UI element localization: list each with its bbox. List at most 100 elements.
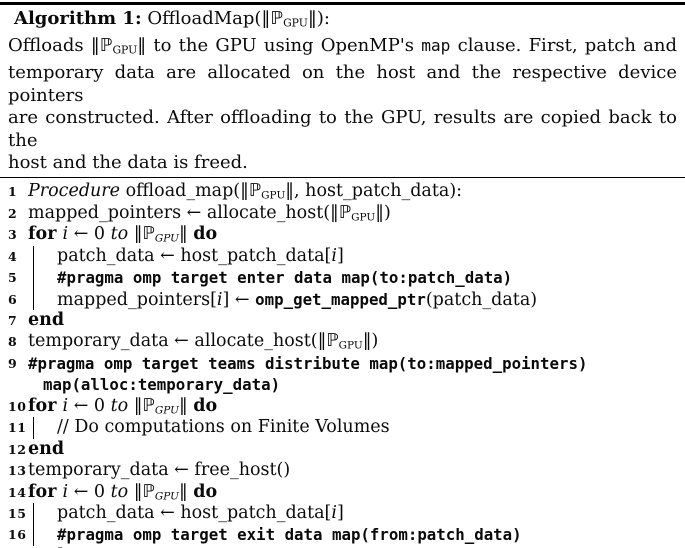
text-segment: ℙ [142,224,155,245]
text-segment: for [28,224,63,245]
line-number: 11 [8,420,27,436]
text-segment: patch_data ← host_patch_data[ [57,502,332,523]
text-segment: ] [336,245,344,266]
text-segment: ℙ [142,481,155,502]
text-segment: end [28,310,65,331]
text-segment: to [110,395,129,416]
code-line: 14 for i ← 0 to ‖ℙGPU‖ do [6,482,679,503]
description-line: Offloads ‖ℙGPU‖ to the GPU using OpenMP'… [8,35,677,62]
text-segment: GPU [261,189,286,202]
line-number: 14 [8,484,27,500]
description-line: temporary data are allocated on the host… [8,62,677,107]
text-segment: ‖ [128,395,143,416]
line-number: 2 [8,205,18,221]
code-line: 5 #pragma omp target enter data map(to:p… [6,267,679,289]
code-line: 8 temporary_data ← allocate_host(‖ℙGPU‖) [6,331,679,352]
text-segment: ℙ [338,202,352,223]
text-segment: i [62,481,69,502]
line-content: #pragma omp target teams distribute map(… [28,353,679,374]
text-segment: ] ← [222,289,256,310]
text-segment: #pragma omp target teams distribute map(… [28,353,588,373]
text-segment: mapped_pointers ← allocate_host(‖ [28,202,339,223]
text-segment: are constructed. After offloading to the… [8,107,677,151]
line-content: temporary_data ← allocate_host(‖ℙGPU‖) [28,331,679,352]
line-content: // Do computations on Finite Volumes [33,417,679,439]
code-line: 13 temporary_data ← free_host() [6,460,679,481]
code-line: 1 Procedure offload_map(‖ℙGPU‖, host_pat… [6,181,679,202]
line-number: 3 [8,227,18,243]
text-segment: offload_map(‖ [120,181,249,202]
text-segment: i [331,502,337,523]
text-segment: GPU [351,211,376,224]
text-segment: for [28,481,63,502]
text-segment: GPU [154,232,179,245]
text-segment: ‖, host_patch_data): [285,181,463,202]
text-segment: ℙ [270,8,284,29]
text-segment: Algorithm 1: [14,8,142,29]
caption-separator-rule [0,176,685,179]
text-segment: ← 0 [68,481,111,502]
text-segment: mapped_pointers[ [57,289,217,310]
code-line: 9 #pragma omp target teams distribute ma… [6,353,679,374]
line-content: end [28,546,679,548]
code-line: map(alloc:temporary_data) [6,374,679,395]
text-segment: do [193,481,218,502]
text-segment: ‖ [178,395,194,416]
text-segment: patch_data ← host_patch_data[ [57,245,332,266]
text-segment: host and the data is freed. [8,152,248,174]
line-content: #pragma omp target enter data map(to:pat… [33,267,679,289]
line-content: for i ← 0 to ‖ℙGPU‖ do [28,396,679,417]
text-segment: ‖) [375,202,391,223]
text-segment: ‖ [178,224,194,245]
text-segment: GPU [112,43,138,57]
text-segment: ← 0 [68,224,111,245]
line-number: 1 [8,184,18,200]
text-segment: end [28,438,65,459]
line-content: patch_data ← host_patch_data[i] [33,245,679,268]
line-content: mapped_pointers[i] ← omp_get_mapped_ptr(… [33,288,679,311]
text-segment: for [28,395,63,416]
line-content: for i ← 0 to ‖ℙGPU‖ do [28,224,679,245]
text-segment: temporary data are allocated on the host… [8,61,677,106]
text-segment: #pragma omp target exit data map(from:pa… [57,525,522,545]
line-content: for i ← 0 to ‖ℙGPU‖ do [28,482,679,503]
text-segment: ℙ [99,34,113,56]
text-segment: (patch_data) [425,289,538,310]
line-number: 10 [8,398,27,414]
algorithm-description: Offloads ‖ℙGPU‖ to the GPU using OpenMP'… [8,35,677,175]
code-line: 4 patch_data ← host_patch_data[i] [6,245,679,268]
text-segment: ‖) [362,331,379,352]
text-segment: to [110,224,129,245]
line-number: 4 [8,248,18,264]
text-segment: i [331,245,337,266]
line-number: 9 [8,355,18,371]
text-segment: Procedure [28,181,121,202]
text-segment: ℙ [142,395,155,416]
line-content: #pragma omp target exit data map(from:pa… [33,524,679,546]
line-number: 13 [8,463,27,479]
text-segment: ℙ [248,181,262,202]
text-segment: temporary_data ← free_host() [28,460,291,481]
text-segment: map(alloc:temporary_data) [43,375,281,395]
text-segment: Offloads ‖ [8,34,100,56]
text-segment: omp_get_mapped_ptr [255,289,426,309]
line-content: map(alloc:temporary_data) [43,374,679,395]
code-line: 12 end [6,439,679,460]
caption-title: Algorithm 1: OffloadMap(‖ℙGPU‖): [8,8,677,35]
text-segment: do [193,224,218,245]
text-segment: map [421,35,451,55]
line-content: patch_data ← host_patch_data[i] [33,502,679,525]
text-segment: ‖ [128,224,143,245]
line-number: 6 [8,291,18,307]
line-content: temporary_data ← free_host() [28,460,679,481]
text-segment: ‖ [128,481,143,502]
line-number: 15 [8,505,27,521]
line-content: end [28,439,679,460]
line-content: Procedure offload_map(‖ℙGPU‖, host_patch… [28,181,679,202]
text-segment: // Do computations on Finite Volumes [57,417,390,438]
line-number: 12 [8,441,27,457]
code-line: 11 // Do computations on Finite Volumes [6,417,679,439]
line-number: 7 [8,313,18,329]
text-segment: GPU [338,339,363,352]
